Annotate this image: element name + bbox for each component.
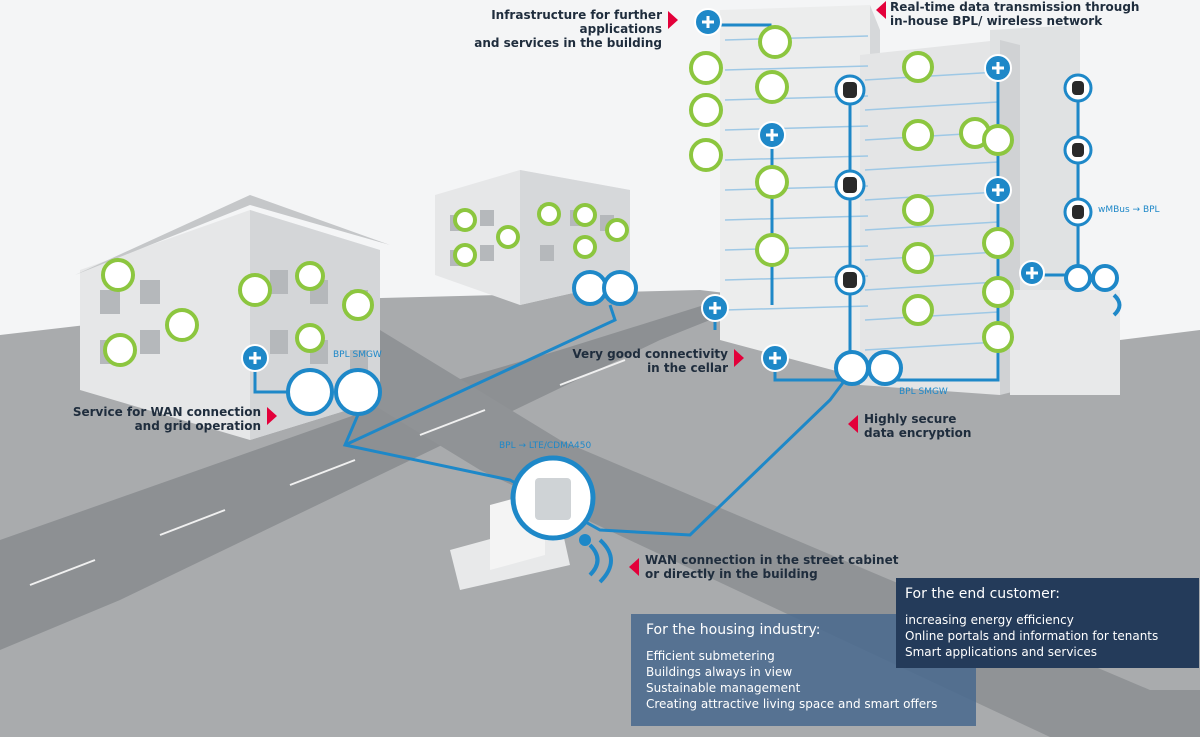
tag-wmbus: wMBus → BPL (1098, 205, 1160, 215)
callout-wan-service-arrow (267, 407, 277, 425)
bpl-meters (834, 73, 1093, 296)
list-item: Online portals and information for tenan… (905, 629, 1159, 643)
list-item: Creating attractive living space and sma… (646, 697, 938, 711)
callout-wan-service-line1: Service for WAN connection (72, 405, 261, 419)
bpl-meter-faces (843, 81, 1084, 288)
list-item: Efficient submetering (646, 649, 775, 663)
tag-bpl-lte: BPL → LTE/CDMA450 (499, 441, 592, 451)
panel-customer-list: increasing energy efficiency Online port… (905, 612, 1189, 660)
callout-secure-line2: data encryption (864, 426, 972, 440)
list-item: increasing energy efficiency (905, 613, 1074, 627)
lte-gateway (510, 455, 596, 546)
callout-secure-arrow (848, 415, 858, 433)
callout-cellar: Very good connectivity in the cellar (560, 347, 728, 375)
list-item: Sustainable management (646, 681, 801, 695)
callout-cellar-line2: in the cellar (647, 361, 728, 375)
tag-bpl-smgw-left: BPL SMGW (333, 350, 382, 360)
callout-realtime-arrow (876, 1, 886, 19)
callout-realtime-line1: Real-time data transmission through (890, 0, 1140, 14)
callout-realtime: Real-time data transmission through in-h… (890, 0, 1190, 28)
tag-bpl-smgw-right: BPL SMGW (899, 387, 948, 397)
plus-signs (249, 16, 1038, 364)
callout-infrastructure-line1: Infrastructure for further applications (491, 8, 662, 36)
callout-infrastructure-line2: and services in the building (474, 36, 662, 50)
gateways (286, 264, 1119, 416)
callout-wan-connection-arrow (629, 558, 639, 576)
callout-wan-connection: WAN connection in the street cabinet or … (645, 553, 905, 581)
callout-realtime-line2: in-house BPL/ wireless network (890, 14, 1103, 28)
list-item: Smart applications and services (905, 645, 1097, 659)
callout-secure-line1: Highly secure (864, 412, 957, 426)
panel-housing-title: For the housing industry: (646, 622, 821, 638)
green-meter-devices (101, 25, 1014, 367)
list-item: Buildings always in view (646, 665, 793, 679)
callout-infrastructure: Infrastructure for further applications … (420, 8, 662, 50)
callout-infrastructure-arrow (668, 11, 678, 29)
street (0, 300, 760, 650)
lane-markings (29, 359, 626, 586)
callout-wan-service-line2: and grid operation (134, 419, 261, 433)
callout-cellar-line1: Very good connectivity (572, 347, 728, 361)
panel-housing-list: Efficient submetering Buildings always i… (646, 648, 966, 712)
callout-wan-connection-line1: WAN connection in the street cabinet (645, 553, 899, 567)
panel-end-customer: For the end customer: increasing energy … (896, 578, 1199, 668)
callout-secure: Highly secure data encryption (864, 412, 1014, 440)
callout-wan-connection-line2: or directly in the building (645, 567, 818, 581)
wireless-waves (588, 293, 1122, 584)
callout-wan-service: Service for WAN connection and grid oper… (60, 405, 261, 433)
callout-cellar-arrow (734, 349, 744, 367)
panel-customer-title: For the end customer: (905, 586, 1060, 602)
